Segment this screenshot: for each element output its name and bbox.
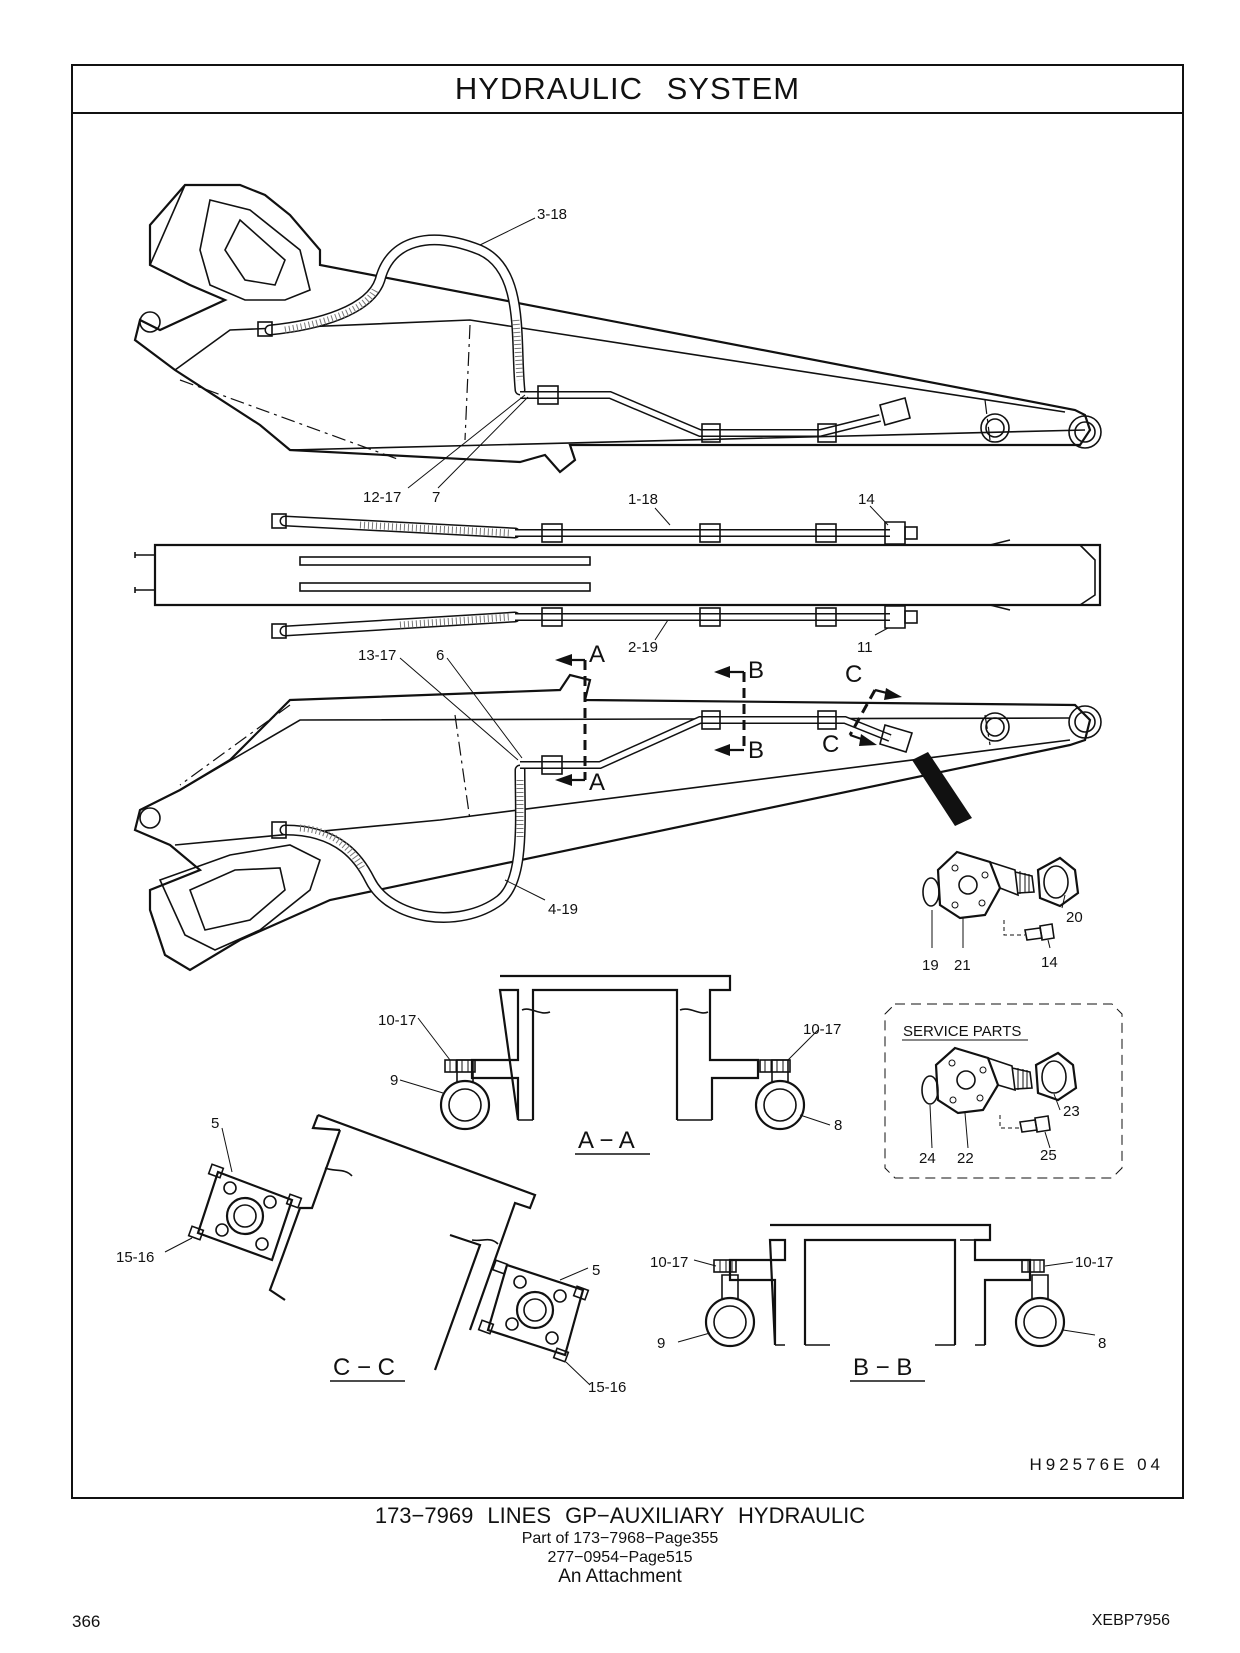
callout-2-19: 2-19 bbox=[628, 639, 658, 656]
callout-10-17-b: 10-17 bbox=[803, 1021, 841, 1038]
callout-5-a: 5 bbox=[211, 1115, 219, 1132]
callout-10-17-a: 10-17 bbox=[378, 1012, 416, 1029]
section-title-cc: C − C bbox=[333, 1354, 395, 1381]
drawing-frame: HYDRAULIC SYSTEM H92576E 04 bbox=[71, 64, 1184, 1499]
service-parts-box bbox=[884, 1003, 1123, 1179]
detail-pointer bbox=[912, 752, 972, 826]
page-title: HYDRAULIC SYSTEM bbox=[454, 71, 801, 106]
section-b-b bbox=[704, 1223, 1066, 1348]
callout-19: 19 bbox=[922, 957, 939, 974]
service-parts-label: SERVICE PARTS bbox=[903, 1023, 1021, 1040]
callout-14-b: 14 bbox=[1041, 954, 1058, 971]
callout-6: 6 bbox=[436, 647, 444, 664]
section-title-aa: A − A bbox=[578, 1127, 635, 1154]
boom-side-lower bbox=[133, 673, 1102, 972]
callout-8-a: 8 bbox=[834, 1117, 842, 1134]
section-c-c bbox=[187, 1113, 590, 1371]
callout-12-17: 12-17 bbox=[363, 489, 401, 506]
fitting-detail bbox=[922, 850, 1080, 941]
callout-13-17: 13-17 bbox=[358, 647, 396, 664]
boom-side-upper bbox=[133, 183, 1102, 474]
figure-code: H92576E 04 bbox=[1029, 1455, 1164, 1474]
title-bar: HYDRAULIC SYSTEM bbox=[73, 66, 1182, 114]
caption-main: 173−7969 LINES GP−AUXILIARY HYDRAULIC bbox=[374, 1503, 866, 1528]
callout-15-16-a: 15-16 bbox=[116, 1249, 154, 1266]
section-mark-a-bottom: A bbox=[589, 769, 605, 796]
callout-5-b: 5 bbox=[592, 1262, 600, 1279]
callout-4-19: 4-19 bbox=[548, 901, 578, 918]
section-mark-b-top: B bbox=[748, 657, 764, 684]
callout-7: 7 bbox=[432, 489, 440, 506]
page-number: 366 bbox=[72, 1612, 101, 1631]
section-mark-a-top: A bbox=[589, 641, 605, 668]
callout-11: 11 bbox=[857, 639, 873, 656]
document-number: XEBP7956 bbox=[1091, 1612, 1170, 1629]
section-mark-c-bottom: C bbox=[822, 731, 839, 758]
caption-page-ref: 277−0954−Page515 bbox=[547, 1549, 693, 1566]
callout-15-16-b: 15-16 bbox=[588, 1379, 626, 1396]
callout-20: 20 bbox=[1066, 909, 1083, 926]
callout-14-a: 14 bbox=[858, 491, 875, 508]
section-cut-marks bbox=[555, 654, 902, 786]
caption-attachment: An Attachment bbox=[558, 1566, 682, 1587]
callout-22: 22 bbox=[957, 1150, 974, 1167]
section-mark-b-bottom: B bbox=[748, 737, 764, 764]
callout-3-18: 3-18 bbox=[537, 206, 567, 223]
callout-21: 21 bbox=[954, 957, 971, 974]
section-mark-c-top: C bbox=[845, 661, 862, 688]
callout-10-17-c: 10-17 bbox=[650, 1254, 688, 1271]
section-a-a bbox=[439, 974, 806, 1131]
callout-24: 24 bbox=[919, 1150, 936, 1167]
stick-plan-view bbox=[134, 513, 1102, 639]
leader-lines bbox=[164, 217, 1096, 1386]
caption-part-of: Part of 173−7968−Page355 bbox=[521, 1530, 719, 1547]
callout-25: 25 bbox=[1040, 1147, 1057, 1164]
callout-23: 23 bbox=[1063, 1103, 1080, 1120]
callout-10-17-d: 10-17 bbox=[1075, 1254, 1113, 1271]
callout-8-b: 8 bbox=[1098, 1335, 1106, 1352]
section-title-bb: B − B bbox=[853, 1354, 912, 1381]
callout-9-b: 9 bbox=[657, 1335, 665, 1352]
callout-9-a: 9 bbox=[390, 1072, 398, 1089]
callout-1-18: 1-18 bbox=[628, 491, 658, 508]
